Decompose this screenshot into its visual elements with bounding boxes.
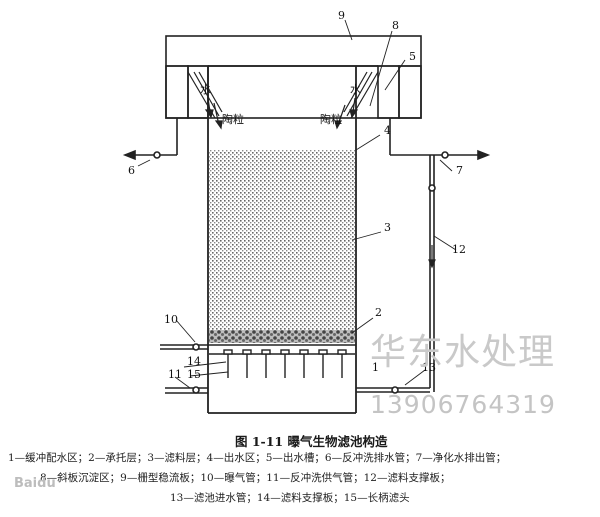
- baidu-watermark: Baidu: [14, 476, 56, 491]
- label-8: 8: [392, 19, 399, 32]
- label-10: 10: [164, 313, 178, 326]
- filter-media-layer: [209, 150, 355, 330]
- clean-water-outlet: [389, 118, 491, 161]
- label-11: 11: [168, 368, 182, 381]
- ceramsite-left: 陶粒: [222, 113, 244, 126]
- support-layer: [209, 330, 355, 343]
- label-1: 1: [372, 361, 379, 374]
- label-14: 14: [187, 355, 201, 368]
- ceramsite-right: 陶粒: [320, 113, 342, 126]
- label-6: 6: [128, 164, 135, 177]
- watermark-phone: 13906764319: [370, 390, 556, 419]
- legend-line-3: 13—滤池进水管；14—滤料支撑板；15—长柄滤头: [170, 492, 410, 504]
- backwash-air-pipe: [165, 386, 208, 394]
- aeration-pipe: [160, 343, 356, 351]
- tank-walls: [207, 65, 378, 414]
- label-4: 4: [384, 124, 391, 137]
- nozzles: [223, 349, 347, 378]
- leader-lines: [137, 19, 457, 389]
- label-7: 7: [456, 164, 463, 177]
- water-right: 水: [350, 83, 361, 96]
- outlet-launder: [165, 35, 422, 119]
- label-13: 13: [422, 361, 436, 374]
- watermark-text: 华东水处理: [370, 332, 556, 373]
- flow-arrows: [204, 97, 359, 130]
- label-15: 15: [187, 368, 201, 381]
- label-2: 2: [375, 306, 382, 319]
- legend-line-2: 8—斜板沉淀区；9—栅型稳流板；10—曝气管；11—反冲洗供气管；12—滤料支撑…: [40, 472, 451, 484]
- water-left: 水: [200, 83, 211, 96]
- legend-line-1: 1—缓冲配水区；2—承托层；3—滤料层；4—出水区；5—出水槽；6—反冲洗排水管…: [8, 452, 507, 464]
- label-5: 5: [409, 50, 416, 63]
- backwash-drain-pipe: [122, 118, 178, 161]
- figure-caption: 图 1-11 曝气生物滤池构造: [235, 434, 388, 449]
- inlet-pipe: [356, 155, 436, 394]
- down-arrow: [428, 245, 436, 269]
- label-3: 3: [384, 221, 391, 234]
- label-9: 9: [338, 9, 345, 22]
- label-12: 12: [452, 243, 466, 256]
